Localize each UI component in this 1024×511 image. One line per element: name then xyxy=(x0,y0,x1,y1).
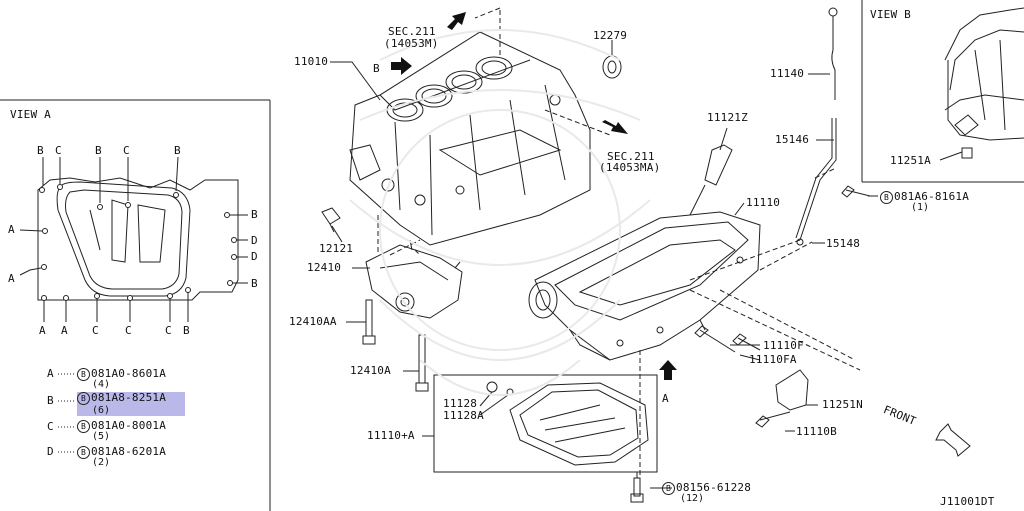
view-a-mark: C xyxy=(92,324,99,337)
section-ref[interactable]: SEC.211 xyxy=(607,150,655,163)
dipstick xyxy=(795,7,838,246)
bolt-symbol-icon: B xyxy=(77,368,90,381)
part-label[interactable]: 11110F xyxy=(763,339,804,352)
legend-qty: (5) xyxy=(92,431,111,442)
bolt-symbol-icon: B xyxy=(880,191,893,204)
part-label[interactable]: 11110B xyxy=(796,425,837,438)
pan-bolts xyxy=(694,185,871,428)
section-ref[interactable]: SEC.211 xyxy=(388,25,436,38)
legend-part-number: 081A8-8251A xyxy=(91,391,167,404)
view-arrow-label: B xyxy=(373,62,380,75)
legend-letter: A xyxy=(47,367,54,380)
view-a-mark: A xyxy=(39,324,46,337)
part-label[interactable]: 11128A xyxy=(443,409,484,422)
view-b-title: VIEW B xyxy=(870,8,911,21)
view-a-mark: C xyxy=(123,144,130,157)
cylinder-block xyxy=(349,31,591,246)
diagram-code: J11001DT xyxy=(940,495,995,508)
view-a-mark: B xyxy=(95,144,102,157)
oil-filter-pipe xyxy=(689,144,733,216)
legend-part-number: 081A0-8601A xyxy=(91,367,167,380)
view-arrow-label: A xyxy=(662,392,669,405)
view-a-mark: A xyxy=(8,223,15,236)
drain-bolt xyxy=(630,472,644,503)
legend-part-number: 081A8-6201A xyxy=(91,445,167,458)
legend-letter: C xyxy=(47,420,54,433)
bolt-symbol-icon: B xyxy=(77,446,90,459)
part-label[interactable]: 11010 xyxy=(294,55,329,68)
part-label[interactable]: 12410 xyxy=(307,261,342,274)
part-label[interactable]: 12410AA xyxy=(289,315,337,328)
section-ref-sub: (14053M) xyxy=(384,37,439,50)
part-label[interactable]: 11110 xyxy=(746,196,781,209)
part-number: 081A6-8161A xyxy=(894,190,970,203)
view-a-mark: B xyxy=(251,208,258,221)
part-label[interactable]: 12410A xyxy=(350,364,391,377)
legend-letter: D xyxy=(47,445,54,458)
view-a-mark: B xyxy=(251,277,258,290)
view-a-mark: D xyxy=(251,234,258,247)
view-a-mark: C xyxy=(55,144,62,157)
part-label[interactable]: 12121 xyxy=(319,242,354,255)
part-label[interactable]: 11251A xyxy=(890,154,931,167)
part-label[interactable]: 11251N xyxy=(822,398,863,411)
section-ref-sub: (14053MA) xyxy=(599,161,661,174)
front-arrow xyxy=(935,423,971,457)
part-qty: (1) xyxy=(911,202,930,213)
legend-part-number: 081A0-8001A xyxy=(91,419,167,432)
view-b-panel xyxy=(861,0,1024,183)
view-a-mark: B xyxy=(37,144,44,157)
part-number: 08156-61228 xyxy=(676,481,752,494)
view-a-mark: A xyxy=(8,272,15,285)
view-a-title: VIEW A xyxy=(10,108,51,121)
view-a-mark: A xyxy=(61,324,68,337)
oil-pump xyxy=(365,239,463,319)
dashed-leaders xyxy=(377,7,861,480)
part-label[interactable]: 11110FA xyxy=(749,353,797,366)
direction-arrows xyxy=(391,12,677,380)
part-qty: (12) xyxy=(680,493,705,504)
part-label[interactable]: 15148 xyxy=(826,237,861,250)
legend-letter: B xyxy=(47,394,54,407)
view-a-mark: D xyxy=(251,250,258,263)
part-label[interactable]: 11140 xyxy=(770,67,805,80)
part-label[interactable]: 15146 xyxy=(775,133,810,146)
oil-pan-upper xyxy=(528,211,761,361)
leader-lines xyxy=(330,40,878,489)
part-label[interactable]: 12279 xyxy=(593,29,628,42)
legend-qty: (4) xyxy=(92,379,111,390)
part-label[interactable]: 11110+A xyxy=(367,429,415,442)
part-label[interactable]: 11121Z xyxy=(707,111,748,124)
part-label[interactable]: 11128 xyxy=(443,397,478,410)
bolt-symbol-icon: B xyxy=(77,420,90,433)
view-a-panel xyxy=(0,99,271,511)
bolt-symbol-icon: B xyxy=(662,482,675,495)
view-a-mark: B xyxy=(183,324,190,337)
knock-sensor xyxy=(321,207,341,233)
view-a-mark: B xyxy=(174,144,181,157)
view-a-mark: C xyxy=(165,324,172,337)
view-a-mark: C xyxy=(125,324,132,337)
legend-qty: (6) xyxy=(92,405,111,416)
bolt-symbol-icon: B xyxy=(77,392,90,405)
watermark xyxy=(349,29,651,396)
legend-qty: (2) xyxy=(92,457,111,468)
